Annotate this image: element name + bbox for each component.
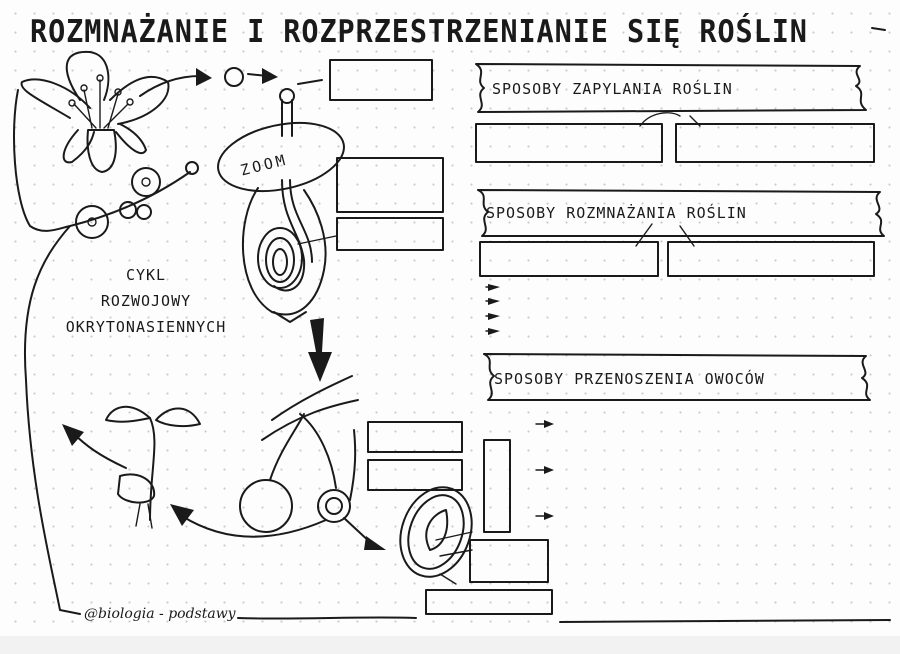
arrow-icon <box>170 504 194 526</box>
answer-box-8[interactable] <box>483 439 511 533</box>
banner-pollination-label: SPOSOBY ZAPYLANIA ROŚLIN <box>492 80 733 98</box>
down-arrow-icon <box>308 318 332 382</box>
curved-arrow <box>181 515 327 538</box>
cycle-label-line-3: OKRYTONASIENNYCH <box>65 318 227 336</box>
bullet-arrows-dispersal <box>535 420 554 520</box>
answer-box-pollination-1[interactable] <box>475 123 663 163</box>
flower-drawing <box>20 50 212 173</box>
cycle-label-line-2: ROZWOJOWY <box>100 292 192 310</box>
answer-box-2[interactable] <box>336 157 444 213</box>
banner-reproduction <box>477 189 885 237</box>
page-edge <box>0 636 900 654</box>
answer-box-1[interactable] <box>329 59 433 101</box>
page-title: ROZMNAŻANIE I ROZPRZESTRZENIANIE SIĘ ROŚ… <box>30 14 808 50</box>
cycle-line <box>13 89 81 615</box>
banner-fruit-dispersal <box>483 353 871 401</box>
answer-box-pollination-2[interactable] <box>675 123 875 163</box>
answer-box-7[interactable] <box>425 589 553 615</box>
credit-text: @biologia - podstawy <box>84 606 236 622</box>
arrow-icon <box>62 424 84 446</box>
answer-box-reproduction-2[interactable] <box>667 241 875 277</box>
zoom-bubble <box>217 121 345 193</box>
pistil-small-drawing <box>279 88 295 137</box>
title-dash <box>871 27 886 31</box>
seed-drawing <box>399 486 473 578</box>
answer-box-5[interactable] <box>367 459 463 491</box>
seedling-drawing <box>105 406 201 529</box>
banner-pollination <box>475 63 867 113</box>
bottom-line-right <box>559 619 891 623</box>
pollen-grain <box>224 67 244 87</box>
banner-reproduction-label: SPOSOBY ROZMNAŻANIA ROŚLIN <box>486 204 747 222</box>
dotted-paper <box>0 0 900 636</box>
arrow-icon <box>364 536 386 550</box>
fruit-drawing <box>239 375 359 533</box>
cycle-label: CYKL ROZWOJOWY OKRYTONASIENNYCH <box>36 262 256 340</box>
cycle-label-line-1: CYKL <box>125 266 167 284</box>
answer-box-4[interactable] <box>367 421 463 453</box>
banner-fruit-dispersal-label: SPOSOBY PRZENOSZENIA OWOCÓW <box>494 370 765 388</box>
answer-box-reproduction-1[interactable] <box>479 241 659 277</box>
bullet-arrows-reproduction <box>485 284 500 335</box>
answer-box-3[interactable] <box>336 217 444 251</box>
ovary-section-drawing <box>241 179 327 323</box>
answer-box-6[interactable] <box>469 539 549 583</box>
blossom-branch-drawing <box>69 161 199 239</box>
bottom-line <box>237 616 417 620</box>
